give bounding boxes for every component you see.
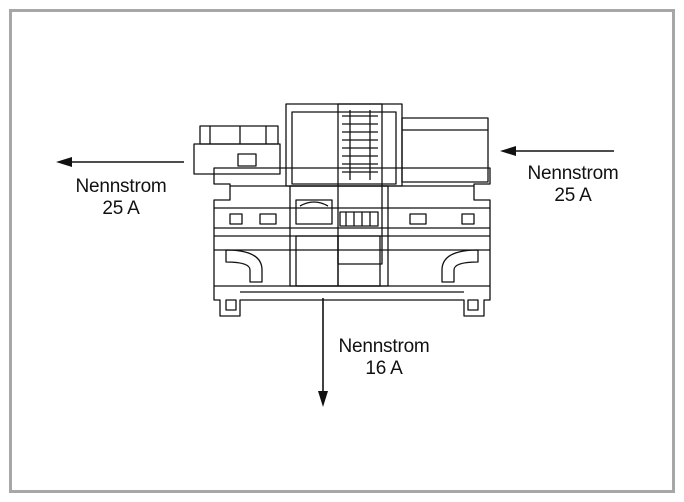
- label-right: Nennstrom 25 A: [514, 163, 632, 207]
- label-left-line2: 25 A: [102, 198, 140, 219]
- connector-body: [213, 167, 491, 317]
- inner-details: [225, 185, 479, 311]
- arrow-down: [318, 298, 328, 407]
- label-bottom-line1: Nennstrom: [338, 336, 430, 357]
- arrow-right: [500, 146, 614, 156]
- label-right-line1: Nennstrom: [527, 163, 619, 184]
- label-left-line1: Nennstrom: [75, 176, 167, 197]
- arrow-left: [56, 157, 184, 167]
- top-housing: [285, 103, 489, 265]
- label-bottom: Nennstrom 16 A: [326, 336, 442, 380]
- label-bottom-line2: 16 A: [365, 358, 403, 379]
- figure-frame: [9, 9, 675, 493]
- label-left: Nennstrom 25 A: [66, 176, 176, 220]
- label-right-line2: 25 A: [554, 185, 592, 206]
- left-cable-gland: [193, 125, 281, 175]
